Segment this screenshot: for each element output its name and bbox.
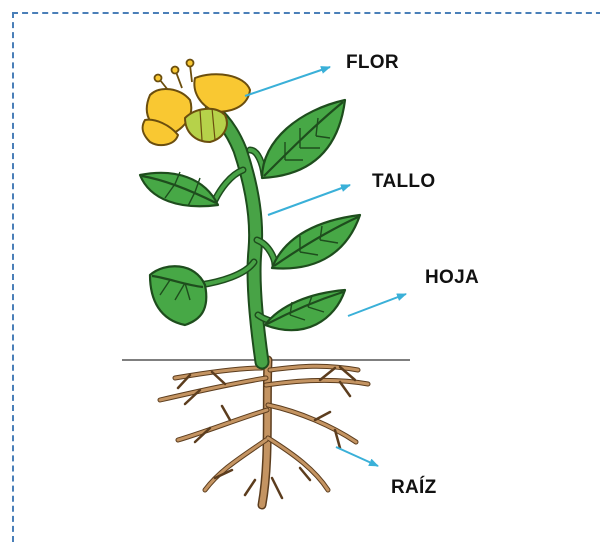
arrow-hoja <box>348 294 406 316</box>
roots <box>160 360 368 505</box>
label-tallo: TALLO <box>372 171 435 193</box>
arrow-flor <box>245 67 330 96</box>
arrow-raiz <box>336 447 378 466</box>
label-raiz: RAÍZ <box>391 477 437 499</box>
label-hoja: HOJA <box>425 267 479 289</box>
label-flor: FLOR <box>346 52 399 74</box>
plant-diagram <box>0 0 600 525</box>
arrow-tallo <box>268 185 350 215</box>
